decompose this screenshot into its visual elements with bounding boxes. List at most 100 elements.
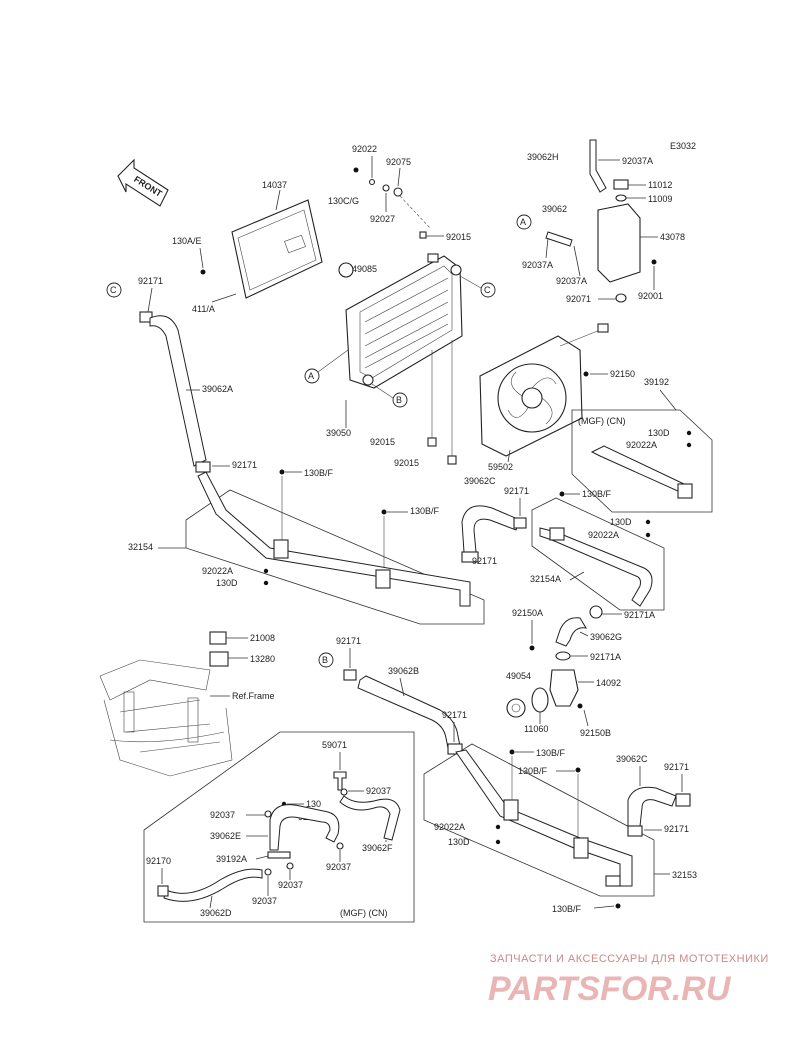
label-59502: 59502 bbox=[488, 462, 513, 472]
thermostat-icon bbox=[506, 698, 526, 718]
label-59071: 59071 bbox=[322, 740, 347, 750]
label-39062c-low: 39062C bbox=[616, 754, 648, 764]
label-92171-a: 92171 bbox=[232, 460, 257, 470]
label-92171-ul: 92171 bbox=[138, 276, 163, 286]
label-39062e: 39062E bbox=[210, 831, 241, 841]
label-21008: 21008 bbox=[250, 633, 275, 643]
label-14037: 14037 bbox=[262, 180, 287, 190]
label-39062a: 39062A bbox=[202, 384, 233, 394]
label-411a: 411/A bbox=[192, 304, 215, 314]
label-39062d: 39062D bbox=[200, 908, 232, 918]
label-92022a-box: 92022A bbox=[626, 440, 657, 450]
label-130bf-e: 130B/F bbox=[518, 766, 548, 776]
label-130cg: 130C/G bbox=[328, 196, 359, 206]
watermark-logo: PARTSFOR.RU bbox=[488, 970, 732, 1008]
svg-text:A: A bbox=[520, 217, 526, 227]
label-11009: 11009 bbox=[648, 194, 672, 204]
label-92171-d: 92171 bbox=[336, 636, 361, 646]
reservoir-tank-part bbox=[597, 203, 641, 283]
watermark-tagline: ЗАПЧАСТИ И АКСЕССУАРЫ ДЛЯ МОТОТЕХНИКИ bbox=[490, 953, 769, 965]
label-92171-g: 92171 bbox=[664, 824, 689, 834]
label-92150b: 92150B bbox=[580, 728, 611, 738]
label-92037-c: 92037 bbox=[326, 862, 351, 872]
hose-39062f bbox=[339, 795, 401, 841]
radiator-cap-icon bbox=[338, 262, 354, 278]
label-92170: 92170 bbox=[146, 856, 171, 866]
label-14092: 14092 bbox=[596, 678, 621, 688]
label-92150: 92150 bbox=[610, 369, 635, 379]
frame-reference-part bbox=[99, 659, 233, 777]
label-130d-l: 130D bbox=[216, 578, 238, 588]
label-130bf-b: 130B/F bbox=[410, 506, 440, 516]
pipe-box-32154a bbox=[531, 497, 665, 611]
label-130d-r: 130D bbox=[610, 517, 632, 527]
label-92171-c: 92171 bbox=[472, 556, 497, 566]
label-92150a: 92150A bbox=[512, 608, 543, 618]
fitting-59071-icon bbox=[333, 771, 347, 791]
label-92022-top: 92022 bbox=[352, 144, 377, 154]
mgf-label-top: (MGF) (CN) bbox=[578, 416, 625, 426]
front-arrow-icon: FRONT bbox=[117, 158, 169, 207]
label-130bf-f: 130B/F bbox=[552, 904, 582, 914]
hose-39062c-low bbox=[627, 786, 677, 827]
label-39062c-top: 39062C bbox=[464, 476, 496, 486]
hose-39062h bbox=[589, 139, 607, 193]
pipe-box-32154 bbox=[185, 489, 485, 625]
label-92171a-m: 92171A bbox=[590, 652, 621, 662]
label-39062b: 39062B bbox=[388, 666, 419, 676]
bracket-icon bbox=[209, 651, 229, 667]
label-39062h: 39062H bbox=[527, 152, 559, 162]
label-39062-res: 39062 bbox=[542, 204, 567, 214]
label-49054: 49054 bbox=[506, 671, 531, 681]
label-92022a-low: 92022A bbox=[434, 822, 465, 832]
gasket-icon bbox=[531, 687, 549, 713]
hose-39062d bbox=[163, 868, 263, 902]
label-92015-low: 92015 bbox=[394, 458, 419, 468]
label-39062g: 39062G bbox=[590, 632, 622, 642]
ref-marker-b-top: B bbox=[392, 392, 408, 408]
label-92171-f: 92171 bbox=[664, 762, 689, 772]
label-32154: 32154 bbox=[128, 542, 153, 552]
label-11012: 11012 bbox=[648, 180, 672, 190]
label-39062f: 39062F bbox=[362, 843, 393, 853]
svg-text:B: B bbox=[322, 655, 328, 665]
reservoir-cap-icon bbox=[613, 179, 629, 190]
label-39192: 39192 bbox=[644, 377, 669, 387]
label-92037-a: 92037 bbox=[366, 786, 391, 796]
label-13280: 13280 bbox=[250, 654, 275, 664]
top-fasteners bbox=[353, 167, 403, 197]
mgf-box-top bbox=[571, 409, 713, 513]
ref-marker-c-left: C bbox=[106, 282, 122, 298]
label-92037-b: 92037 bbox=[210, 810, 235, 820]
label-92001: 92001 bbox=[638, 291, 663, 301]
valve-39192a-icon bbox=[267, 851, 291, 859]
svg-text:B: B bbox=[396, 395, 402, 405]
ref-marker-b-low: B bbox=[318, 652, 334, 668]
pipe-32154 bbox=[197, 471, 471, 607]
cooling-fan-part bbox=[479, 323, 609, 457]
ref-marker-a-top: A bbox=[304, 368, 320, 384]
label-130ae: 130A/E bbox=[172, 236, 202, 246]
label-130bf-c: 130B/F bbox=[582, 489, 612, 499]
mgf-box-bottom bbox=[143, 731, 415, 923]
hose-39192 bbox=[590, 445, 685, 493]
svg-text:A: A bbox=[308, 371, 314, 381]
ref-marker-c-top: C bbox=[480, 282, 496, 298]
hose-39062a bbox=[149, 315, 207, 467]
label-130d-low: 130D bbox=[448, 837, 470, 847]
label-92022a-l: 92022A bbox=[202, 566, 233, 576]
pipe-box-32153 bbox=[423, 743, 655, 897]
label-39192a: 39192A bbox=[216, 854, 247, 864]
label-92037-d: 92037 bbox=[278, 880, 303, 890]
label-92171-e: 92171 bbox=[442, 710, 467, 720]
label-39050: 39050 bbox=[326, 428, 351, 438]
label-49085: 49085 bbox=[352, 264, 377, 274]
hose-39062e bbox=[269, 804, 340, 851]
label-43078: 43078 bbox=[660, 232, 685, 242]
label-92015-top: 92015 bbox=[446, 232, 471, 242]
label-130d-box: 130D bbox=[648, 428, 670, 438]
label-130-box: 130 bbox=[306, 799, 321, 809]
label-130bf-d: 130B/F bbox=[536, 748, 566, 758]
